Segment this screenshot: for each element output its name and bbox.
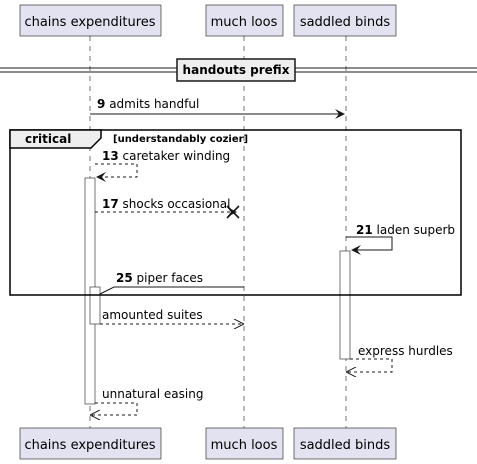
critical-frame: critical [understandably cozier] <box>9 129 462 296</box>
message-express-hurdles: express hurdles <box>347 344 453 372</box>
message-25: 25 piper faces <box>99 271 244 295</box>
message-9: 9 admits handful <box>90 97 345 119</box>
participant-saddled-binds-bottom: saddled binds <box>293 427 397 460</box>
participant-label: much loos <box>211 15 278 30</box>
activation-bar <box>89 286 101 325</box>
destroy-icon <box>226 205 240 219</box>
participant-much-loos-bottom: much loos <box>205 427 284 460</box>
message-text: laden superb <box>377 223 456 237</box>
participant-label: much loos <box>211 438 278 453</box>
svg-text:21 laden superb: 21 laden superb <box>356 223 455 237</box>
participant-label: saddled binds <box>300 15 391 30</box>
activation-bar <box>339 250 351 360</box>
message-number: 17 <box>102 197 119 211</box>
message-amounted-suites: amounted suites <box>100 308 243 324</box>
message-text: admits handful <box>109 97 199 111</box>
message-text: piper faces <box>137 271 204 285</box>
participant-chains-expenditures-bottom: chains expenditures <box>19 427 162 460</box>
svg-text:9 admits handful: 9 admits handful <box>97 97 199 111</box>
message-text: unnatural easing <box>102 387 203 401</box>
separator-label: handouts prefix <box>183 63 290 77</box>
critical-keyword: critical <box>25 132 71 146</box>
message-text: caretaker winding <box>123 149 231 163</box>
message-number: 13 <box>102 149 119 163</box>
participant-label: chains expenditures <box>24 15 155 30</box>
participant-label: saddled binds <box>300 438 391 453</box>
message-17: 17 shocks occasional <box>95 197 240 219</box>
svg-text:17 shocks occasional: 17 shocks occasional <box>102 197 230 211</box>
message-text: shocks occasional <box>123 197 231 211</box>
critical-condition: [understandably cozier] <box>113 134 248 145</box>
participant-chains-expenditures-top: chains expenditures <box>19 4 162 37</box>
message-text: amounted suites <box>102 308 203 322</box>
message-unnatural-easing: unnatural easing <box>91 387 203 415</box>
svg-text:13 caretaker winding: 13 caretaker winding <box>102 149 230 163</box>
message-text: express hurdles <box>358 344 453 358</box>
separator: handouts prefix <box>0 58 477 82</box>
message-13: 13 caretaker winding <box>95 149 230 182</box>
participant-much-loos-top: much loos <box>205 4 284 37</box>
message-number: 9 <box>97 97 105 111</box>
message-21: 21 laden superb <box>346 223 455 255</box>
participant-label: chains expenditures <box>24 438 155 453</box>
message-number: 21 <box>356 223 373 237</box>
message-number: 25 <box>116 271 133 285</box>
participant-saddled-binds-top: saddled binds <box>293 4 397 37</box>
svg-text:25 piper faces: 25 piper faces <box>116 271 203 285</box>
